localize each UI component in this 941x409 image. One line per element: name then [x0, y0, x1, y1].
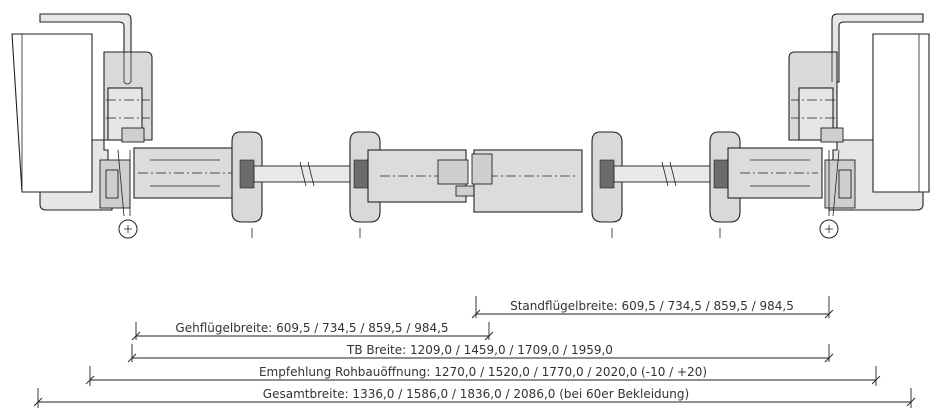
- right-zarge-slot: [831, 26, 840, 82]
- right-frame-assembly: [788, 13, 930, 239]
- right-knob-cross: [825, 225, 833, 233]
- dim-rohbau-tick-left: [85, 375, 95, 385]
- dim-standfluegel-tick-left: [471, 309, 481, 319]
- dim-standfluegel-tick-right: [824, 309, 834, 319]
- left-wall: [11, 33, 93, 193]
- right-hinge-leaf: [820, 127, 844, 143]
- right-hinge-pin: [838, 169, 852, 199]
- right-glass-break: [661, 161, 677, 187]
- dim-gesamt-label: Gesamtbreite: 1336,0 / 1586,0 / 1836,0 /…: [263, 387, 689, 401]
- dim-tb-breite-tick-right: [824, 353, 834, 363]
- right-glass: [613, 165, 723, 183]
- dim-tb-breite-tick-left: [127, 353, 137, 363]
- dimension-chains: Standflügelbreite: 609,5 / 734,5 / 859,5…: [33, 296, 916, 408]
- right-seal-1: [599, 159, 615, 189]
- left-hinge-pin: [105, 169, 119, 199]
- dim-rohbau-tick-right: [871, 375, 881, 385]
- dim-rohbau: Empfehlung Rohbauöffnung: 1270,0 / 1520,…: [85, 365, 881, 386]
- right-seal-2: [713, 159, 729, 189]
- right-hinge-arm: [828, 149, 840, 217]
- dim-gehfluegel-label: Gehflügelbreite: 609,5 / 734,5 / 859,5 /…: [175, 321, 448, 335]
- left-hinge-arm: [117, 149, 131, 217]
- left-leaf-lines: [150, 159, 220, 187]
- left-seal-1: [239, 159, 255, 189]
- dim-gesamt-tick-right: [906, 397, 916, 407]
- left-glass-break: [299, 161, 315, 187]
- dim-tb-breite-label: TB Breite: 1209,0 / 1459,0 / 1709,0 / 19…: [346, 343, 613, 357]
- left-frame-assembly: [11, 13, 153, 239]
- door-leaves: [133, 131, 823, 238]
- left-leaf-stile: [133, 147, 237, 199]
- dim-gehfluegel: Gehflügelbreite: 609,5 / 734,5 / 859,5 /…: [131, 321, 494, 341]
- left-zarge-slot: [123, 52, 132, 85]
- dim-gesamt-tick-left: [33, 397, 43, 407]
- dim-gehfluegel-tick-left: [131, 331, 141, 341]
- striker: [471, 153, 493, 185]
- right-wall: [872, 33, 930, 193]
- dim-tb-breite: TB Breite: 1209,0 / 1459,0 / 1709,0 / 19…: [127, 343, 834, 363]
- right-leaf-lines: [750, 159, 810, 187]
- left-seal-2: [353, 159, 369, 189]
- dim-gehfluegel-tick-right: [484, 331, 494, 341]
- lock-case: [437, 159, 469, 185]
- left-hinge-leaf: [121, 127, 145, 143]
- right-leaf-swing-lines: [611, 228, 721, 238]
- dim-standfluegel-label: Standflügelbreite: 609,5 / 734,5 / 859,5…: [510, 299, 794, 313]
- dim-standfluegel: Standflügelbreite: 609,5 / 734,5 / 859,5…: [471, 296, 834, 319]
- left-knob-cross: [124, 225, 132, 233]
- dim-rohbau-label: Empfehlung Rohbauöffnung: 1270,0 / 1520,…: [259, 365, 707, 379]
- dim-gesamt: Gesamtbreite: 1336,0 / 1586,0 / 1836,0 /…: [33, 387, 916, 408]
- left-leaf-swing-lines: [251, 228, 361, 238]
